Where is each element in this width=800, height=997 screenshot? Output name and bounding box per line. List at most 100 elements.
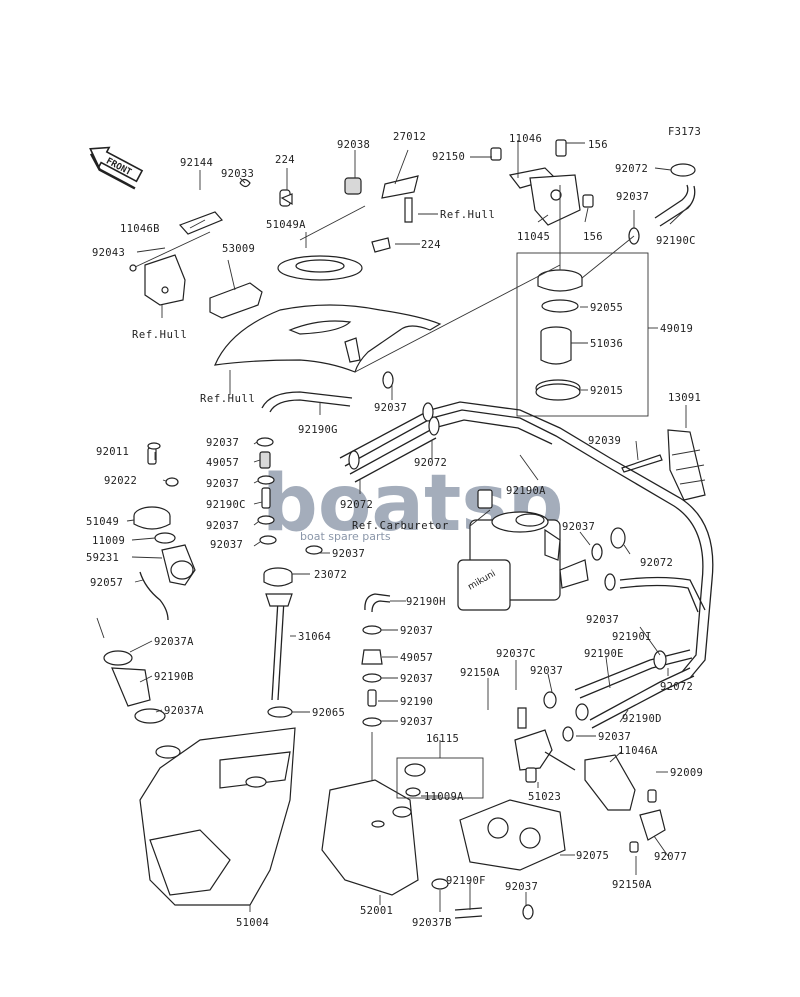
carburetor: mikuni [457, 489, 589, 611]
grommet [344, 177, 362, 195]
callout-label: 92037 [332, 548, 365, 560]
callout-label: 11046B [120, 223, 160, 235]
front-arrow-icon: FRONT [89, 146, 144, 190]
callout-label: 92190B [154, 671, 194, 683]
callout-label: 92037 [400, 716, 433, 728]
callout-label: 16115 [426, 733, 459, 745]
gasket-92075 [459, 799, 566, 871]
callout-label: 92009 [670, 767, 703, 779]
callout-label: 92055 [590, 302, 623, 314]
callout-label: 11046A [618, 745, 658, 757]
callout-label: 92037 [616, 191, 649, 203]
callout-label: 92038 [337, 139, 370, 151]
callout-label: 51004 [236, 917, 269, 929]
callout-label: 51049 [86, 516, 119, 528]
callout-label: 92190H [406, 596, 446, 608]
plate [381, 175, 419, 199]
callout-label: 224 [275, 154, 295, 166]
ref-label: Ref.Hull [440, 209, 495, 221]
callout-label: 11009A [424, 791, 464, 803]
callout-label: 92037A [164, 705, 204, 717]
callout-label: 92039 [588, 435, 621, 447]
callout-label: 92037 [374, 402, 407, 414]
callout-label: 51049A [266, 219, 306, 231]
ref-label: Ref.Hull [132, 329, 187, 341]
callout-label: 92072 [414, 457, 447, 469]
callout-label: 11009 [92, 535, 125, 547]
callout-label: 92150 [432, 151, 465, 163]
watermark-tagline: boat spare parts [300, 530, 391, 543]
hull-deck-part [214, 304, 442, 373]
callout-label: 92072 [615, 163, 648, 175]
callout-label: 92065 [312, 707, 345, 719]
callout-label: 51023 [528, 791, 561, 803]
callout-label: 51036 [590, 338, 623, 350]
callout-label: 92072 [640, 557, 673, 569]
callout-label: 92015 [590, 385, 623, 397]
callout-label: 49019 [660, 323, 693, 335]
callout-label: 11046 [509, 133, 542, 145]
leader-lines [126, 140, 691, 912]
callout-label: 92190E [584, 648, 624, 660]
fuel-cock-51023 [514, 691, 589, 783]
bracket-assembly-left [129, 178, 293, 319]
callout-label: 92037 [598, 731, 631, 743]
callout-labels: 92144 92033 224 92038 27012 11046 92150 … [86, 131, 703, 929]
callout-label: 31064 [298, 631, 331, 643]
ref-label: Ref.Hull [200, 393, 255, 405]
callout-label: 92037 [206, 520, 239, 532]
callout-label: 59231 [86, 552, 119, 564]
callout-label: 92077 [654, 851, 687, 863]
callout-label: 49057 [206, 457, 239, 469]
guard-13091 [667, 429, 706, 501]
callout-label: 92033 [221, 168, 254, 180]
callout-label: 224 [421, 239, 441, 251]
callout-label: 92011 [96, 446, 129, 458]
callout-label: 92150A [460, 667, 500, 679]
callout-label: 92057 [90, 577, 123, 589]
callout-label: 27012 [393, 131, 426, 143]
callout-label: 13091 [668, 392, 701, 404]
callout-label: 92072 [660, 681, 693, 693]
watermark: boatsp boat spare parts [262, 459, 564, 549]
callout-label: 92190I [612, 631, 652, 643]
callout-label: 49057 [400, 652, 433, 664]
callout-label: 92075 [576, 850, 609, 862]
assembly-box-49019 [516, 252, 649, 417]
oil-tank-52001 [321, 779, 419, 896]
callout-label: 156 [583, 231, 603, 243]
callout-label: 92190C [206, 499, 246, 511]
callout-label: 92037 [505, 881, 538, 893]
callout-label: 92022 [104, 475, 137, 487]
callout-label: 92037 [206, 478, 239, 490]
callout-label: 92043 [92, 247, 125, 259]
callout-label: 52001 [360, 905, 393, 917]
callout-label: 92144 [180, 157, 213, 169]
callout-label: 92190D [622, 713, 662, 725]
callout-label: 92072 [340, 499, 373, 511]
callout-label: 92190G [298, 424, 338, 436]
callout-label: 92190A [506, 485, 546, 497]
callout-label: 92037 [400, 625, 433, 637]
callout-label: 92037 [206, 437, 239, 449]
callout-label: 23072 [314, 569, 347, 581]
callout-label: 92037 [586, 614, 619, 626]
callout-label: 92037 [562, 521, 595, 533]
callout-label: 53009 [222, 243, 255, 255]
figure-code: F3173 [668, 126, 701, 138]
callout-label: 92190F [446, 875, 486, 887]
callout-label: 92037A [154, 636, 194, 648]
callout-label: 92037B [412, 917, 452, 929]
callout-label: 92037 [210, 539, 243, 551]
callout-label: 11045 [517, 231, 550, 243]
callout-label: 92150A [612, 879, 652, 891]
callout-label: 156 [588, 139, 608, 151]
callout-label: 92037 [400, 673, 433, 685]
fuel-hose-92190A [339, 401, 714, 679]
callout-label: 92190C [656, 235, 696, 247]
callout-label: 92037C [496, 648, 536, 660]
callout-label: 92190 [400, 696, 433, 708]
callout-label: 92037 [530, 665, 563, 677]
